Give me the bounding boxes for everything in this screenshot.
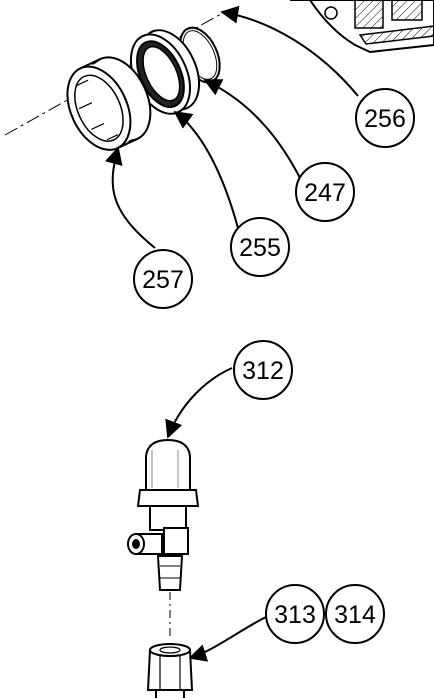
callout-314-label: 314: [334, 601, 376, 629]
callout-312-label: 312: [242, 357, 284, 385]
seal-ring-255: [129, 29, 201, 115]
callout-257-label: 257: [142, 266, 184, 294]
leader-257: [105, 146, 156, 249]
callout-247: 247: [295, 162, 355, 222]
callout-255: 255: [230, 217, 290, 277]
leader-256: [220, 5, 359, 97]
callout-256-label: 256: [364, 105, 406, 133]
nut-257: [66, 56, 152, 151]
leader-255: [173, 110, 239, 229]
callout-314: 314: [325, 584, 385, 644]
callout-313: 313: [265, 584, 325, 644]
callout-255-label: 255: [239, 234, 281, 262]
fitting-313-314: [146, 643, 194, 698]
callout-256: 256: [355, 88, 415, 148]
leader-312: [165, 367, 233, 439]
leader-313: [188, 616, 267, 662]
callout-312: 312: [233, 340, 293, 400]
valve-312: [127, 438, 200, 591]
leader-247: [203, 79, 301, 179]
housing-fragment: [290, 0, 434, 54]
callout-313-label: 313: [274, 601, 316, 629]
callout-247-label: 247: [304, 179, 346, 207]
callout-257: 257: [133, 249, 193, 309]
